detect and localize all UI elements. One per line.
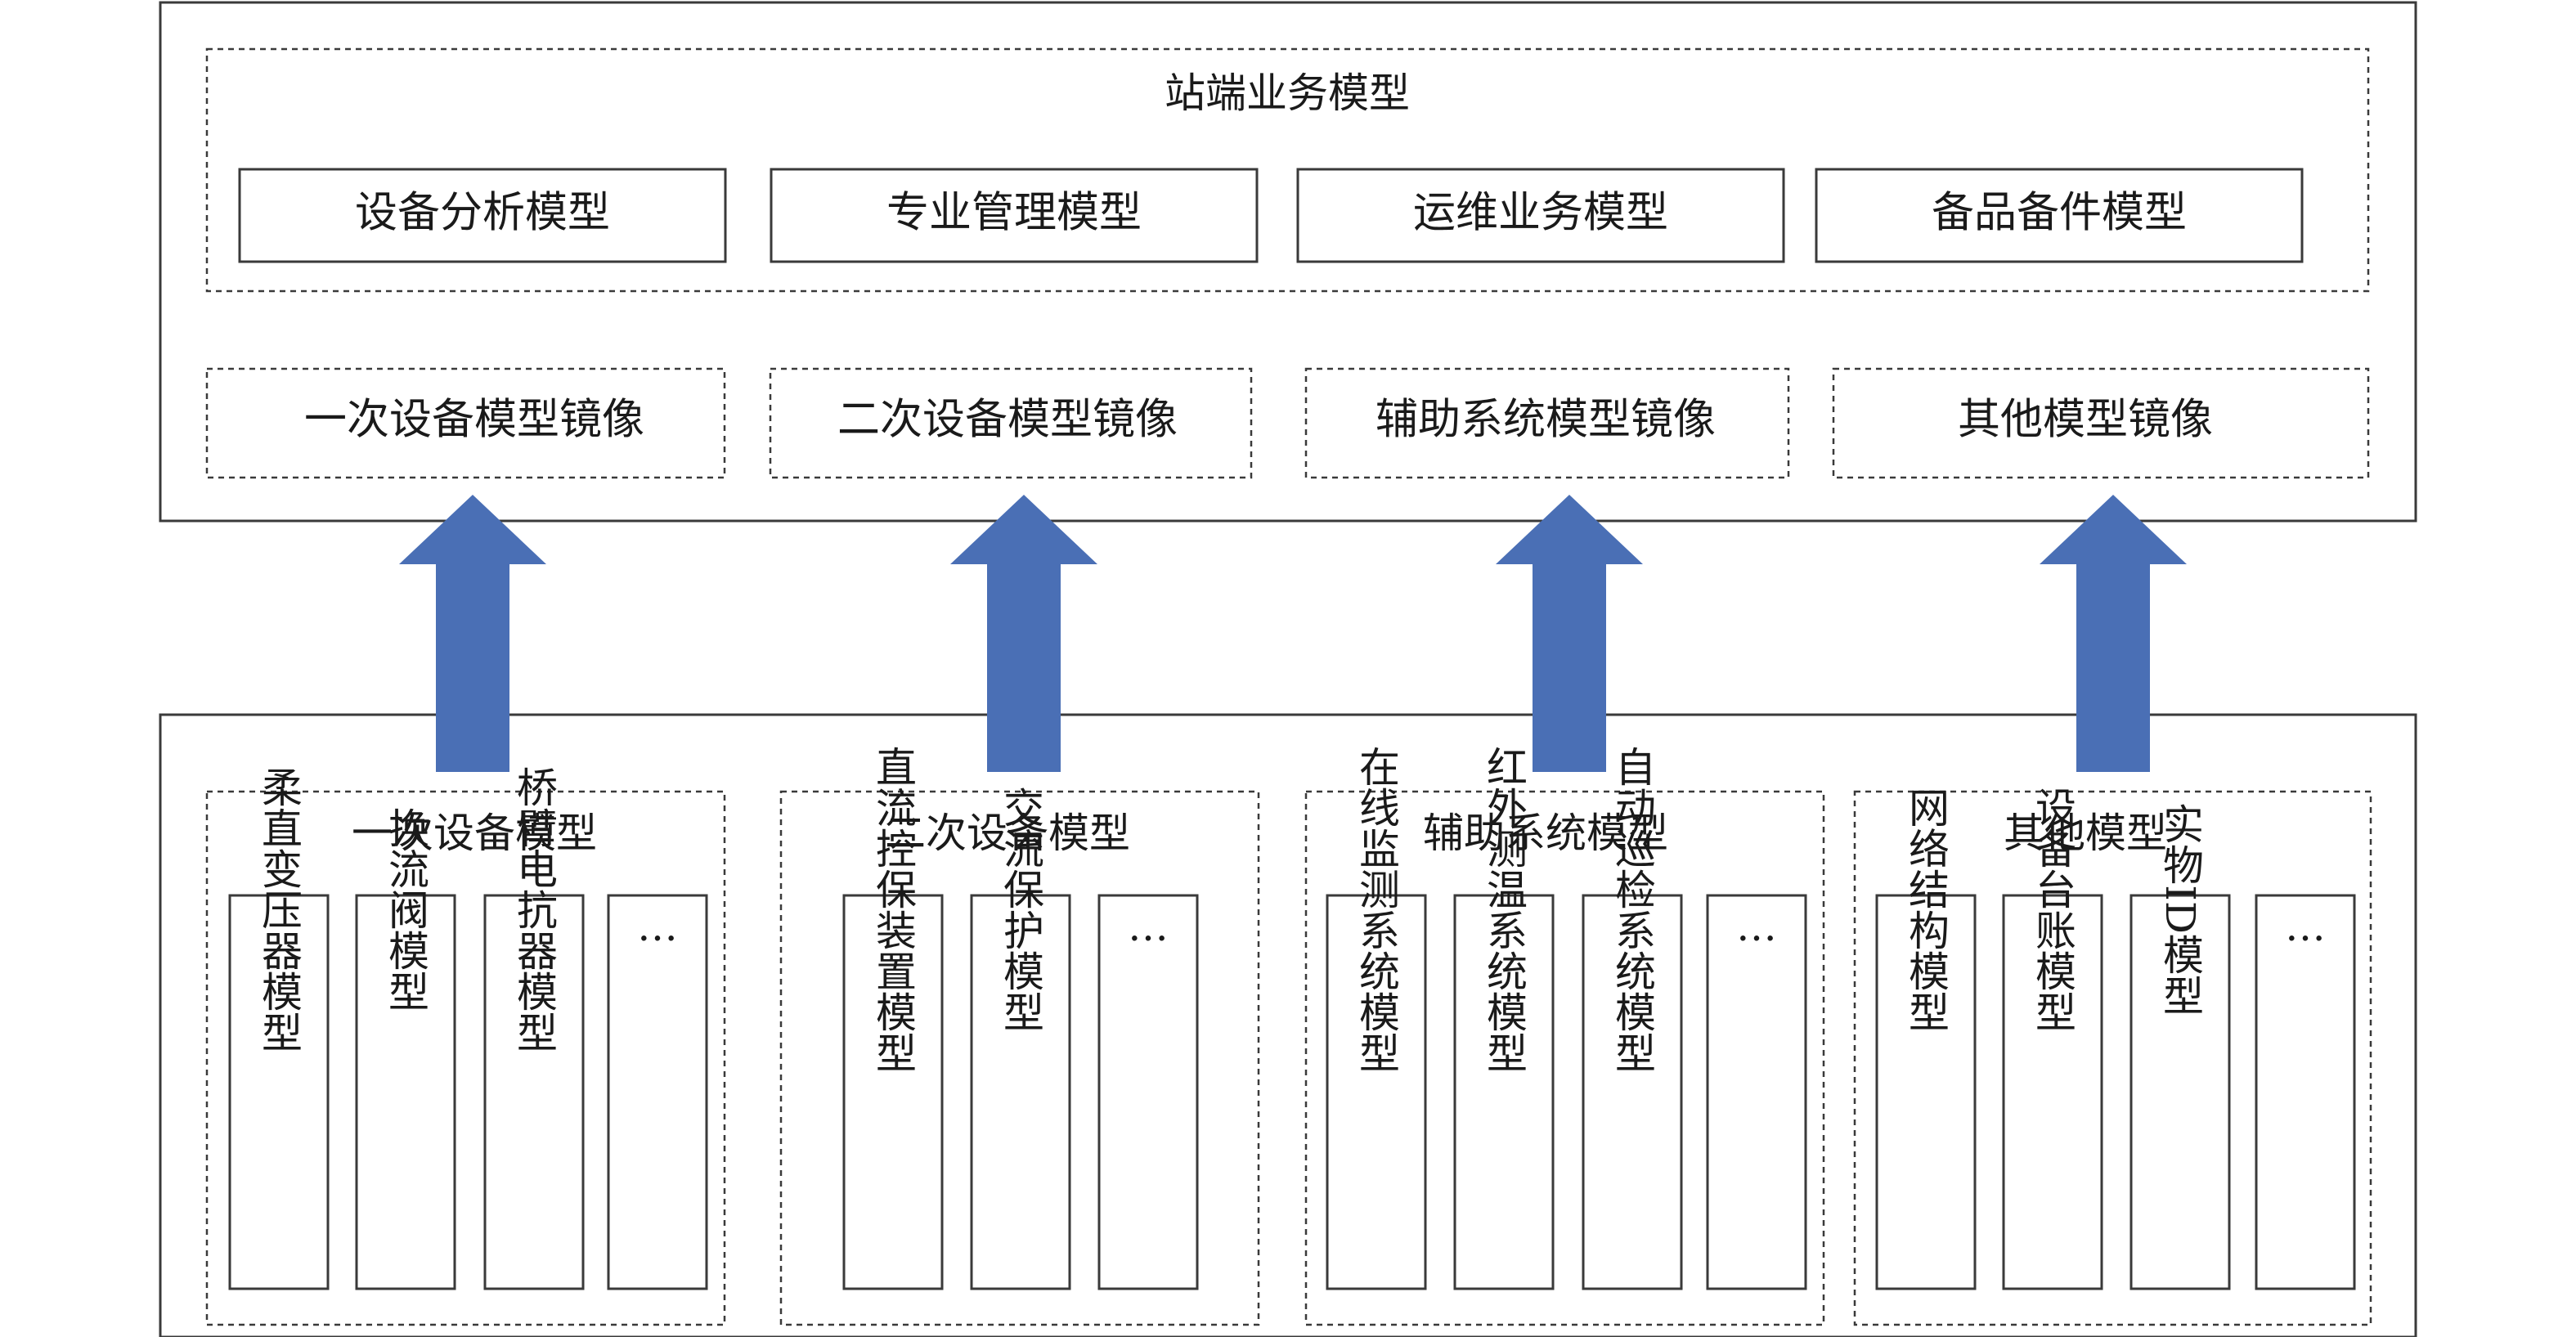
model-item-3-4-frame — [1706, 894, 1807, 1290]
business-model-group: 站端业务模型 设备分析模型 专业管理模型 运维业务模型 备品备件模型 — [205, 47, 2370, 293]
model-item-4-1: 网络结构模型 — [1875, 787, 1977, 1290]
model-item-3-4-label: … — [1736, 903, 1777, 950]
business-model-box-3-frame — [1296, 168, 1785, 263]
model-group-1: 一次设备模型 柔直变压器模型 换流阀模型 桥臂电抗器模型 … — [205, 766, 726, 1326]
model-item-2-2-frame — [970, 894, 1071, 1290]
model-item-1-3-label: 桥臂电抗器模型 — [510, 766, 558, 1052]
model-item-1-4-frame — [607, 894, 708, 1290]
business-model-box-1: 设备分析模型 — [238, 168, 727, 263]
model-group-2-title: 二次设备模型 — [885, 810, 1130, 857]
mirror-box-2-frame — [769, 367, 1253, 479]
model-item-1-1-frame — [228, 894, 330, 1290]
model-item-2-3-frame — [1097, 894, 1199, 1290]
model-item-3-1-label: 在线监测系统模型 — [1353, 746, 1400, 1073]
model-item-3-2: 红外测温系统模型 — [1453, 746, 1555, 1290]
model-item-4-1-frame — [1875, 894, 1977, 1290]
business-model-box-4-frame — [1815, 168, 2304, 263]
model-item-1-1: 柔直变压器模型 — [228, 766, 330, 1290]
model-item-4-4-frame — [2255, 894, 2356, 1290]
business-model-title: 站端业务模型 — [1165, 70, 1410, 117]
model-item-2-1-frame — [842, 894, 944, 1290]
business-model-box-1-frame — [238, 168, 727, 263]
model-item-1-3: 桥臂电抗器模型 — [483, 766, 585, 1290]
model-group-3-frame — [1304, 790, 1825, 1326]
model-item-3-1-frame — [1326, 894, 1427, 1290]
model-group-3: 辅助系统模型 在线监测系统模型 红外测温系统模型 自动巡检系统模型 … — [1304, 746, 1825, 1326]
mirror-box-3: 辅助系统模型镜像 — [1304, 367, 1790, 479]
model-item-4-2-label: 设备台账模型 — [2029, 787, 2076, 1032]
mirror-box-4: 其他模型镜像 — [1832, 367, 2370, 479]
model-item-3-3: 自动巡检系统模型 — [1582, 746, 1683, 1290]
business-model-box-2: 专业管理模型 — [770, 168, 1259, 263]
model-item-3-1: 在线监测系统模型 — [1326, 746, 1427, 1290]
model-item-1-4-label: … — [637, 903, 678, 950]
model-item-4-1-label: 网络结构模型 — [1902, 787, 1950, 1032]
upward-arrows — [399, 495, 2187, 772]
model-item-3-2-frame — [1453, 894, 1555, 1290]
model-group-2: 二次设备模型 直流控保装置模型 交流保护模型 … — [779, 746, 1260, 1326]
model-item-1-2-frame — [355, 894, 456, 1290]
top-panel: 站端业务模型 设备分析模型 专业管理模型 运维业务模型 备品备件模型 一次设备模 — [159, 1, 2417, 523]
model-item-2-1: 直流控保装置模型 — [842, 746, 944, 1290]
model-item-4-4-label: … — [2285, 903, 2326, 950]
model-mirror-row: 一次设备模型镜像 二次设备模型镜像 辅助系统模型镜像 其他模型镜像 — [205, 367, 2370, 479]
model-group-3-title: 辅助系统模型 — [1423, 810, 1668, 857]
business-model-box-3: 运维业务模型 — [1296, 168, 1785, 263]
mirror-box-2: 二次设备模型镜像 — [769, 367, 1253, 479]
model-group-2-frame — [779, 790, 1260, 1326]
bottom-panel: 一次设备模型 柔直变压器模型 换流阀模型 桥臂电抗器模型 … 二次设备模型 — [159, 713, 2417, 1337]
up-arrow-icon — [399, 495, 546, 772]
mirror-box-1-frame — [205, 367, 726, 479]
business-model-box-2-label: 专业管理模型 — [886, 189, 1142, 238]
model-item-3-3-frame — [1582, 894, 1683, 1290]
model-item-4-2: 设备台账模型 — [2002, 787, 2103, 1290]
model-item-1-2-label: 换流阀模型 — [382, 807, 429, 1012]
business-model-box-4-label: 备品备件模型 — [1932, 189, 2187, 238]
model-item-4-3: 实物ID模型 — [2129, 803, 2231, 1290]
model-item-2-2-label: 交流保护模型 — [997, 787, 1044, 1032]
mirror-box-3-label: 辅助系统模型镜像 — [1376, 396, 1716, 445]
mirror-box-3-frame — [1304, 367, 1790, 479]
model-item-4-4: … — [2255, 894, 2356, 1290]
model-group-4: 其他模型 网络结构模型 设备台账模型 实物ID模型 … — [1853, 787, 2372, 1326]
model-group-4-title: 其他模型 — [2004, 810, 2167, 857]
model-item-1-2: 换流阀模型 — [355, 807, 456, 1290]
up-arrow-icon — [950, 495, 1097, 772]
model-item-1-3-frame — [483, 894, 585, 1290]
mirror-box-4-label: 其他模型镜像 — [1958, 396, 2213, 445]
business-model-box-1-label: 设备分析模型 — [355, 189, 610, 238]
model-item-3-2-label: 红外测温系统模型 — [1480, 746, 1528, 1073]
business-model-box-3-label: 运维业务模型 — [1413, 189, 1668, 238]
business-model-box-4: 备品备件模型 — [1815, 168, 2304, 263]
mirror-box-4-frame — [1832, 367, 2370, 479]
model-item-2-2: 交流保护模型 — [970, 787, 1071, 1290]
mirror-box-1-label: 一次设备模型镜像 — [304, 396, 644, 445]
up-arrow-icon — [1496, 495, 1643, 772]
model-item-4-2-frame — [2002, 894, 2103, 1290]
model-item-1-1-label: 柔直变压器模型 — [255, 766, 303, 1052]
mirror-box-2-label: 二次设备模型镜像 — [837, 396, 1178, 445]
model-group-1-frame — [205, 790, 726, 1326]
model-item-2-3: … — [1097, 894, 1199, 1290]
model-item-3-3-label: 自动巡检系统模型 — [1609, 746, 1656, 1073]
up-arrow-icon — [2040, 495, 2187, 772]
model-item-1-4: … — [607, 894, 708, 1290]
business-model-box-2-frame — [770, 168, 1259, 263]
model-group-4-frame — [1853, 790, 2372, 1326]
model-item-4-3-label: 实物ID模型 — [2156, 803, 2204, 1016]
model-item-3-4: … — [1706, 894, 1807, 1290]
model-group-1-title: 一次设备模型 — [352, 810, 597, 857]
mirror-box-1: 一次设备模型镜像 — [205, 367, 726, 479]
model-item-4-3-frame — [2129, 894, 2231, 1290]
model-item-2-1-label: 直流控保装置模型 — [869, 746, 917, 1073]
model-item-2-3-label: … — [1128, 903, 1169, 950]
